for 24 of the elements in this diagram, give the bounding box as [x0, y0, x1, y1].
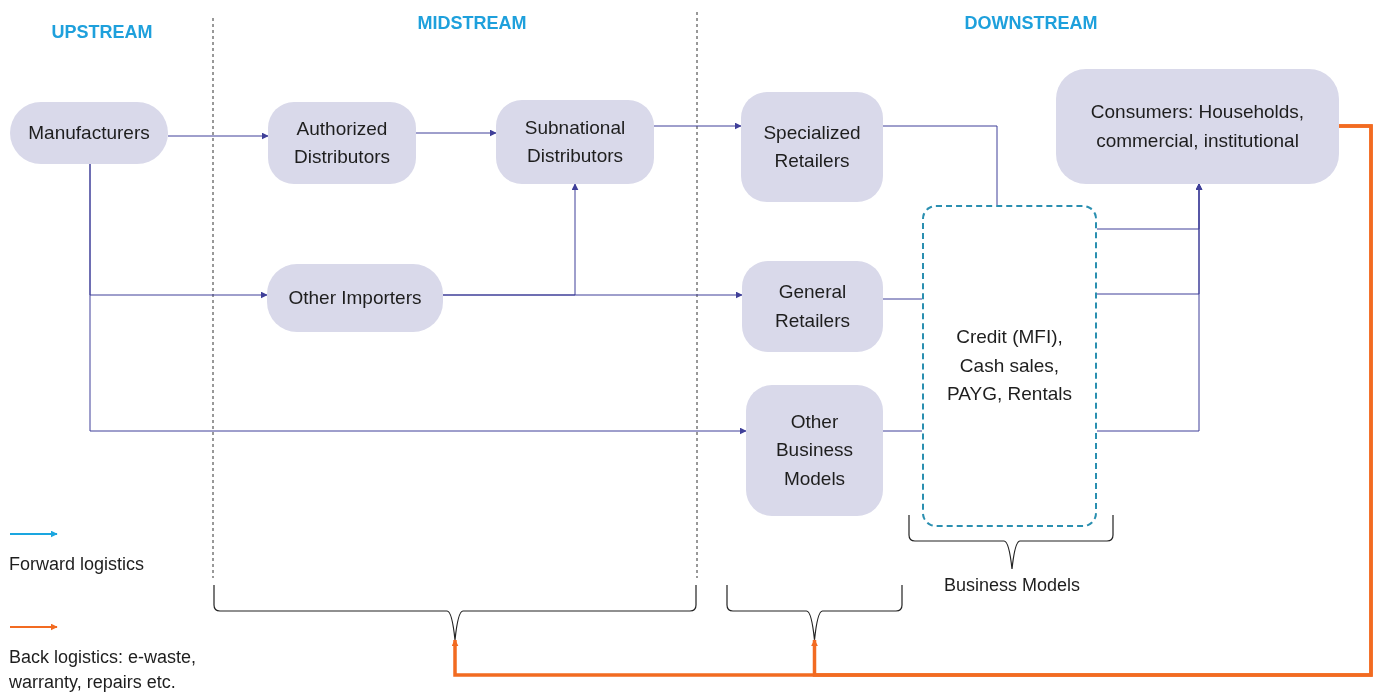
- process-box: General Retailers: [742, 261, 883, 352]
- arrow: [1096, 183, 1203, 432]
- arrow: [415, 129, 497, 137]
- section-heading: DOWNSTREAM: [964, 13, 1098, 34]
- section-heading: MIDSTREAM: [417, 13, 527, 34]
- arrow: [89, 163, 747, 435]
- process-box: Authorized Distributors: [268, 102, 416, 184]
- bracket-label: Business Models: [943, 575, 1081, 596]
- process-box: Subnational Distributors: [496, 100, 654, 184]
- arrow: [167, 132, 269, 140]
- process-box: Specialized Retailers: [741, 92, 883, 202]
- arrow: [442, 291, 743, 299]
- bracket: [213, 584, 697, 641]
- process-box: Manufacturers: [10, 102, 168, 164]
- process-box: Other Business Models: [746, 385, 883, 516]
- arrow: [451, 124, 1373, 677]
- arrow: [653, 122, 742, 130]
- process-box: Other Importers: [267, 264, 443, 332]
- legend-text: Forward logistics: [9, 553, 146, 576]
- section-heading: UPSTREAM: [51, 22, 153, 43]
- process-box: Consumers: Households, commercial, institutional: [1056, 69, 1339, 184]
- legend-text: Back logistics: e-waste, warranty, repairs etc.: [9, 646, 198, 695]
- dashed-box: Credit (MFI), Cash sales, PAYG, Rentals: [922, 205, 1097, 527]
- bracket: [726, 584, 903, 641]
